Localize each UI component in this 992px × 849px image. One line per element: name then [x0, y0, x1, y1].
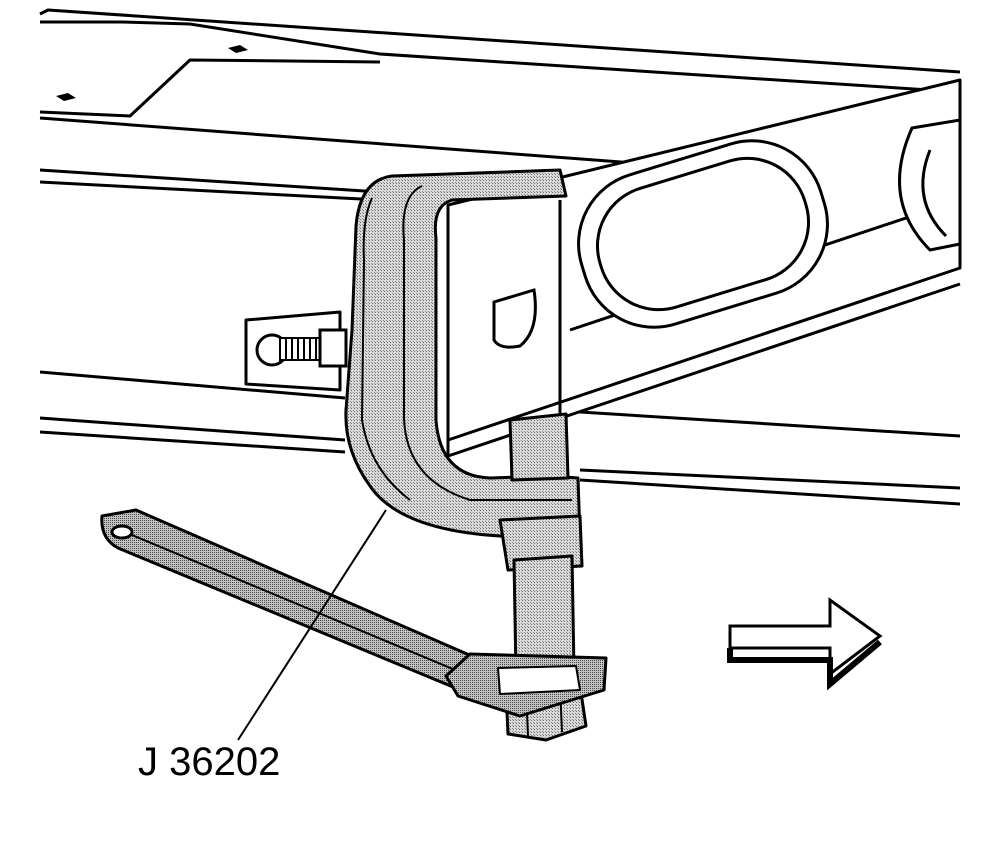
threaded-stud	[279, 328, 348, 368]
wrench	[100, 508, 608, 718]
panel-holes	[56, 45, 248, 101]
tool-part-number-label: J 36202	[138, 740, 281, 784]
frame-rail-slots	[577, 118, 962, 329]
callout-leader-line	[237, 509, 387, 741]
body-floor-panel	[39, 8, 961, 506]
direction-arrow-icon	[727, 597, 883, 691]
rail-tab	[492, 288, 537, 349]
tool-forcing-screw	[508, 412, 570, 482]
wrench-handle	[100, 508, 492, 696]
